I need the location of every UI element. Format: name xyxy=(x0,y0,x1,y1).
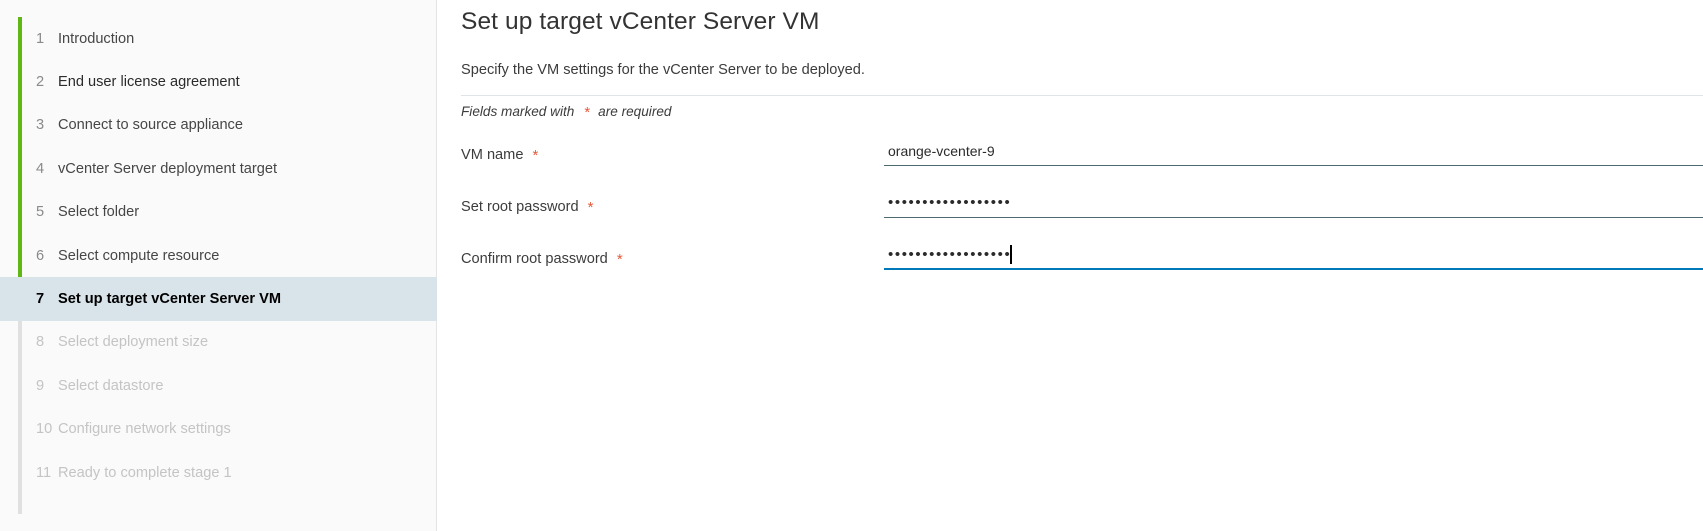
required-asterisk-icon: * xyxy=(584,104,591,121)
confirm-root-password-control: •••••••••••••••••• xyxy=(884,242,1703,270)
sidebar-item-connect-to-source-appliance[interactable]: 3 Connect to source appliance xyxy=(0,104,437,147)
step-number: 11 xyxy=(36,464,52,481)
vm-name-input[interactable] xyxy=(884,138,1703,166)
sidebar-item-select-datastore: 9 Select datastore xyxy=(0,364,437,407)
set-root-password-label: Set root password * xyxy=(461,198,594,217)
step-number: 9 xyxy=(36,377,45,394)
sidebar-item-select-compute-resource[interactable]: 6 Select compute resource xyxy=(0,234,437,277)
step-label: vCenter Server deployment target xyxy=(58,160,278,177)
field-row-vm-name: VM name * xyxy=(437,133,1703,185)
label-text: VM name xyxy=(461,146,524,163)
step-number: 8 xyxy=(36,334,45,351)
step-number: 4 xyxy=(36,160,45,177)
step-label: Select deployment size xyxy=(58,334,209,351)
step-number: 10 xyxy=(36,421,53,438)
step-number: 6 xyxy=(36,247,45,264)
page-subtitle: Specify the VM settings for the vCenter … xyxy=(461,62,865,78)
page-title: Set up target vCenter Server VM xyxy=(461,8,820,35)
step-label: Set up target vCenter Server VM xyxy=(58,291,282,308)
main-content: Set up target vCenter Server VM Specify … xyxy=(437,0,1703,531)
sidebar-item-select-folder[interactable]: 5 Select folder xyxy=(0,191,437,234)
vm-name-control xyxy=(884,138,1703,166)
step-number: 5 xyxy=(36,204,45,221)
step-number: 1 xyxy=(36,30,45,47)
confirm-root-password-label: Confirm root password * xyxy=(461,250,623,269)
sidebar-item-ready-to-complete-stage-1: 11 Ready to complete stage 1 xyxy=(0,451,437,494)
required-asterisk-icon: * xyxy=(616,251,623,268)
header-divider xyxy=(461,95,1703,96)
required-note-text-before: Fields marked with xyxy=(461,104,575,119)
sidebar-item-select-deployment-size: 8 Select deployment size xyxy=(0,321,437,364)
set-root-password-input[interactable] xyxy=(884,190,1703,218)
step-label: Configure network settings xyxy=(58,421,231,438)
required-fields-note: Fields marked with * are required xyxy=(461,103,672,121)
vm-name-label: VM name * xyxy=(461,146,539,165)
sidebar-item-configure-network-settings: 10 Configure network settings xyxy=(0,408,437,451)
progress-fill-green xyxy=(18,17,22,293)
field-row-set-root-password: Set root password * xyxy=(437,185,1703,237)
step-number: 3 xyxy=(36,117,45,134)
step-label: Introduction xyxy=(58,30,135,47)
sidebar-item-vcenter-server-deployment-target[interactable]: 4 vCenter Server deployment target xyxy=(0,147,437,190)
step-label: Select compute resource xyxy=(58,247,220,264)
step-label: Ready to complete stage 1 xyxy=(58,464,232,481)
label-text: Set root password xyxy=(461,198,579,215)
sidebar-item-introduction[interactable]: 1 Introduction xyxy=(0,17,437,60)
wizard-step-sidebar: 1 Introduction 2 End user license agreem… xyxy=(0,0,437,531)
step-label: Select datastore xyxy=(58,377,164,394)
field-row-confirm-root-password: Confirm root password * ••••••••••••••••… xyxy=(437,237,1703,289)
label-text: Confirm root password xyxy=(461,250,608,267)
required-asterisk-icon: * xyxy=(532,147,539,164)
step-list: 1 Introduction 2 End user license agreem… xyxy=(0,0,437,494)
confirm-root-password-input[interactable] xyxy=(884,242,1703,270)
step-label: Select folder xyxy=(58,204,140,221)
required-note-text-after: are required xyxy=(598,104,672,119)
set-root-password-control xyxy=(884,190,1703,218)
step-label: End user license agreement xyxy=(58,74,240,91)
sidebar-item-end-user-license-agreement[interactable]: 2 End user license agreement xyxy=(0,60,437,103)
step-label: Connect to source appliance xyxy=(58,117,243,134)
vm-settings-form: VM name * Set root xyxy=(437,133,1703,289)
step-number: 7 xyxy=(36,291,45,308)
sidebar-item-set-up-target-vcenter-server-vm[interactable]: 7 Set up target vCenter Server VM xyxy=(0,277,437,321)
required-asterisk-icon: * xyxy=(587,199,594,216)
step-number: 2 xyxy=(36,74,45,91)
